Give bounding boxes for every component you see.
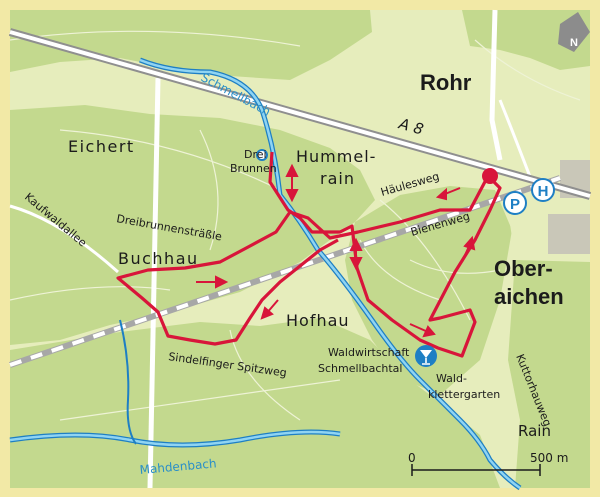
place-rain: Rain [518,422,551,440]
direction-arrow-icon [260,299,279,320]
scale-end-label: 500 m [530,451,568,465]
restaurant-marker [415,345,437,367]
spring-icon [256,149,268,161]
bus-stop-marker: H [531,178,555,202]
poi-klettergarten-line1: Wald- [436,372,467,385]
place-hummelrain-line1: Hummel- [296,147,376,166]
place-rohr: Rohr [420,70,472,95]
route-start-marker [482,168,498,184]
place-oberaichen-line2: aichen [494,284,564,309]
north-arrow-icon: N [558,12,590,52]
poi-waldwirtschaft-line1: Waldwirtschaft [328,346,410,359]
scale-bar: 0 500 m [408,451,568,476]
scale-start-label: 0 [408,451,416,465]
place-hofhau: Hofhau [286,311,350,330]
bus-stop-label: H [538,183,549,200]
water-mahdenbach: Mahdenbach [139,456,217,477]
roads [147,9,503,489]
poi-drei-brunnen-line1: Drei [244,148,267,161]
place-hummelrain-line2: rain [320,169,355,188]
direction-arrow-icon [409,323,436,338]
direction-arrow-icon [196,275,229,289]
direction-arrow-icon [349,237,363,271]
direction-arrow-icon [461,235,476,263]
place-buchhau: Buchhau [118,249,199,268]
direction-arrows [196,163,476,338]
cocktail-glass-icon [420,350,432,358]
forest-tracks [9,30,581,421]
mahdenbach-stream [9,319,341,448]
schmellbach-stream [139,57,522,491]
place-eichert: Eichert [68,137,135,156]
direction-arrow-icon [285,163,299,203]
poi-waldwirtschaft-line2: Schmellbachtal [318,362,402,375]
parking-marker: P [503,191,527,215]
direction-arrow-icon [435,187,461,201]
place-oberaichen-line1: Ober- [494,256,553,281]
hiking-route [116,151,502,358]
parking-label: P [510,196,520,213]
poi-klettergarten-line2: klettergarten [428,388,500,401]
poi-drei-brunnen-line2: Brunnen [230,162,277,175]
north-label: N [570,37,578,49]
motorway-a8 [8,28,592,200]
